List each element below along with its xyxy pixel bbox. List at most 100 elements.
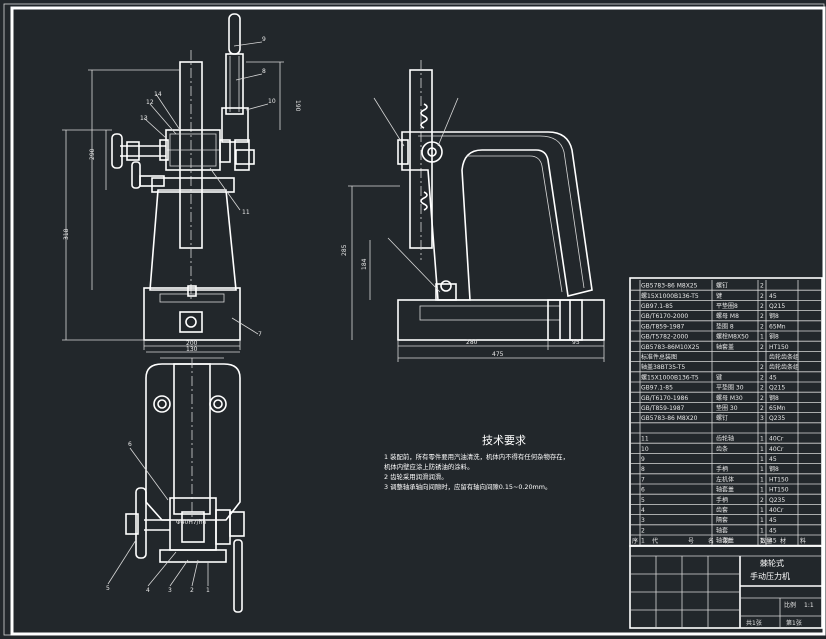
- bom-cell: 螺15X1000B136-T5: [641, 373, 699, 381]
- balloon-7: 7: [258, 331, 262, 338]
- bom-cell: 2: [760, 283, 764, 290]
- balloon-label: 14: [154, 91, 162, 98]
- bom-cell: 1: [760, 466, 764, 473]
- bom-cell: 1: [641, 538, 645, 545]
- bom-cell: GB5783-86 M8X20: [641, 415, 698, 422]
- bom-cell: 手柄: [716, 496, 728, 504]
- balloon-label: 13: [140, 115, 148, 122]
- bom-cell: 齿轮轴: [716, 435, 734, 443]
- bom-cell: Q235: [769, 415, 785, 422]
- bom-cell: 螺钉: [716, 414, 728, 422]
- bom-cell: 齿轮齿条组: [769, 363, 799, 371]
- bom-cell: 螺15X1000B136-T5: [641, 292, 699, 300]
- drawing-frame: [10, 6, 826, 636]
- bom-header-cell: 称: [724, 537, 730, 545]
- note-line: 机体内壁应涂上防锈油的涂料。: [384, 463, 474, 471]
- bom-cell: 65Mn: [769, 405, 786, 412]
- bom-cell: 轴套: [716, 526, 728, 534]
- bom-cell: 1: [760, 334, 764, 341]
- bom-cell: GB5783-86 M8X25: [641, 283, 698, 290]
- technical-requirements-title: 技术要求: [482, 434, 526, 447]
- bom-cell: 45: [769, 527, 777, 534]
- bom-cell: 1: [760, 436, 764, 443]
- bom-cell: 齿套: [716, 506, 728, 514]
- bom-cell: 3: [641, 517, 645, 524]
- top-view-labels: 130 Φ40H7/h6 6 5 4 3 2 1: [106, 346, 210, 594]
- bom-cell: 1: [760, 538, 764, 545]
- note-line: 2 齿轮采用润滑润滑。: [384, 473, 448, 481]
- dim-side-height-1: 285: [341, 244, 348, 256]
- bom-cell: 10: [641, 446, 649, 453]
- bom-cell: GB5783-86M10X25: [641, 344, 700, 351]
- dim-front-height: 290: [89, 148, 96, 160]
- bom-cell: GB97.1-85: [641, 303, 673, 310]
- dim-top-width: 130: [186, 346, 198, 353]
- bom-cell: 螺母 M30: [716, 394, 743, 402]
- bom-cell: 2: [760, 323, 764, 330]
- bom-header-cell: 代: [652, 537, 658, 545]
- title-block: 棘轮式 手动压力机 比例 1:1 共1张 第1张: [629, 545, 823, 629]
- bom-cell: 螺栓M8X50: [716, 333, 749, 341]
- balloon-2: 2: [190, 587, 194, 594]
- bom-cell: 2: [760, 395, 764, 402]
- bom-cell: 45: [769, 456, 777, 463]
- bom-cell: 1: [760, 446, 764, 453]
- bom-cell: 40Cr: [769, 507, 784, 514]
- bom-cell: 轴套盖: [716, 537, 734, 545]
- note-line: 1 装配前，所有零件要用汽油清洗，机体内不得有任何杂物存在，: [384, 453, 570, 461]
- bom-cell: HT150: [769, 487, 789, 494]
- page-number: 第1张: [786, 619, 802, 627]
- side-view-dimension-labels: 285 184 280 95 475: [341, 244, 580, 358]
- balloon-8: 8: [262, 68, 266, 75]
- bom-cell: 轴盖38BT35-T5: [641, 363, 685, 371]
- bom-cell: 8: [641, 466, 645, 473]
- bom-cell: GB/T6170-1986: [641, 395, 688, 402]
- bom-cell: 2: [760, 293, 764, 300]
- bom-cell: 钢8: [769, 394, 779, 402]
- bom-cell: 2: [760, 497, 764, 504]
- outer-border: [3, 3, 825, 636]
- bom-cell: 1: [760, 527, 764, 534]
- sheet-count: 共1张: [746, 619, 762, 627]
- dim-front-total: 318: [63, 228, 70, 240]
- bom-cell: 左机体: [716, 475, 734, 483]
- bom-cell: 2: [760, 344, 764, 351]
- bom-cell: 4: [641, 507, 645, 514]
- bom-header-cell: 序: [632, 537, 638, 545]
- bom-cell: 40Cr: [769, 446, 784, 453]
- scale-label: 比例: [784, 601, 796, 609]
- technical-requirements: 技术要求 1 装配前，所有零件要用汽油清洗，机体内不得有任何杂物存在， 机体内壁…: [384, 432, 624, 492]
- bom-cell: 手柄: [716, 465, 728, 473]
- bom-cell: GB/T859-1987: [641, 323, 685, 330]
- bom-cell: 1: [760, 517, 764, 524]
- dim-front-width: 200: [186, 340, 198, 347]
- dim-side-total: 475: [492, 351, 504, 358]
- bom-cell: GB/T5782-2000: [641, 334, 688, 341]
- bom-cell: 2: [760, 313, 764, 320]
- bom-cell: Q215: [769, 385, 785, 392]
- bom-cell: 齿条: [716, 445, 728, 453]
- bom-cell: 垫圈 8: [716, 322, 734, 330]
- bom-cell: 9: [641, 456, 645, 463]
- bom-cell: 45: [769, 293, 777, 300]
- bom-header-cell: 料: [800, 537, 806, 545]
- bom-cell: GB/T859-1987: [641, 405, 685, 412]
- bom-cell: 2: [760, 385, 764, 392]
- bom-cell: Q215: [769, 303, 785, 310]
- bom-cell: 1: [760, 507, 764, 514]
- balloon-11: 11: [242, 209, 250, 216]
- bom-cell: 钢8: [769, 333, 779, 341]
- bom-cell: 65Mn: [769, 323, 786, 330]
- bom-cell: 平垫圈8: [716, 302, 738, 310]
- dim-side-width-2: 95: [572, 339, 580, 346]
- bom-cell: 1: [760, 487, 764, 494]
- bom-cell: 2: [760, 303, 764, 310]
- balloon-label: 12: [146, 99, 154, 106]
- bom-cell: 键: [716, 292, 722, 300]
- title-name-line1: 棘轮式: [760, 558, 784, 568]
- balloon-4: 4: [146, 587, 150, 594]
- side-view: [348, 60, 605, 362]
- balloon-1: 1: [206, 587, 210, 594]
